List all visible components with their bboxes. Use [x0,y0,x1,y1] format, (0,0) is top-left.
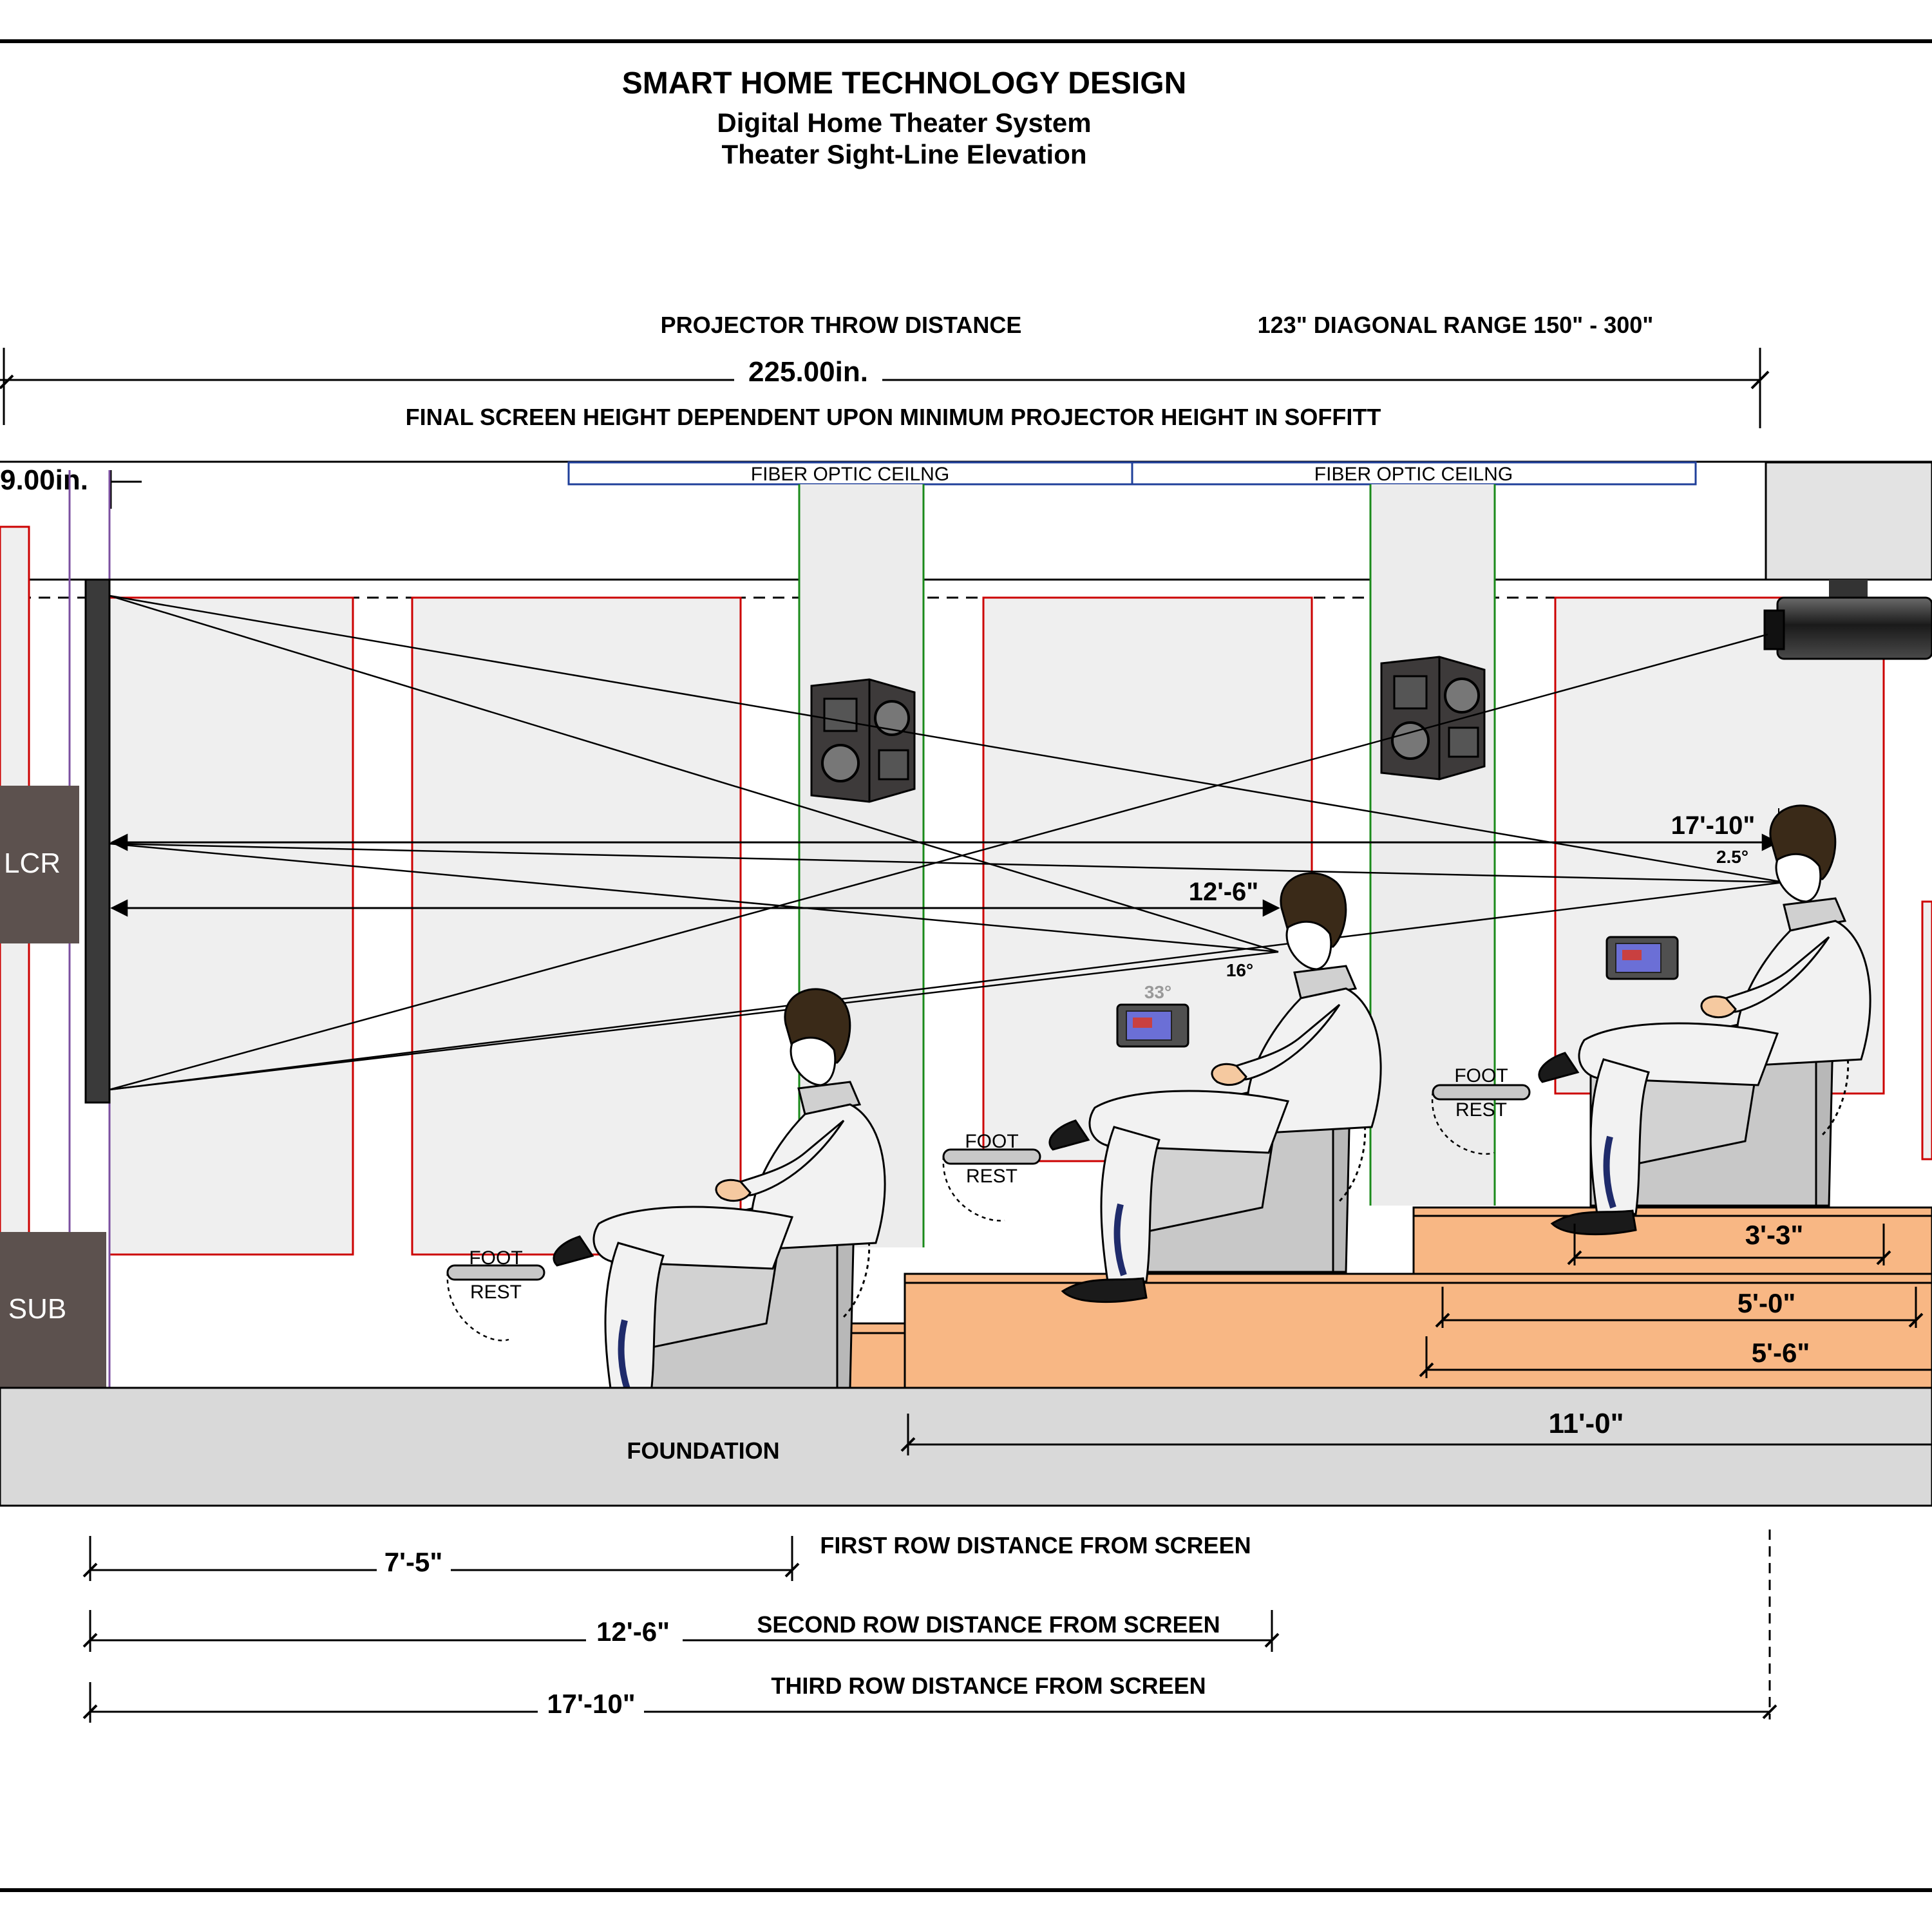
row1-distance-label: FIRST ROW DISTANCE FROM SCREEN [820,1532,1251,1558]
row3-distance-value: 17'-10" [547,1689,635,1719]
row2-angle-label: 16° [1226,960,1253,980]
row3-distance-dim-label: THIRD ROW DISTANCE FROM SCREEN [771,1672,1206,1699]
foundation-label: FOUNDATION [627,1437,779,1464]
sub-label: SUB [8,1293,66,1325]
lcr-label: LCR [4,848,61,879]
remote-row-3 [1605,936,1679,980]
lcr-speaker [0,786,79,943]
fiber-optic-label-2: FIBER OPTIC CEILNG [1314,464,1513,485]
soffit-offset-value: 9.00in. [0,464,88,496]
riser-total-dimension [900,1414,1932,1455]
riser-lower-width: 5'-6" [1752,1338,1810,1368]
projector-soffit [1765,461,1932,581]
surround-speaker-right [1380,656,1486,781]
riser-dimensions [1419,1224,1932,1378]
svg-text:FOOT: FOOT [469,1247,522,1269]
projector [1763,580,1932,660]
foundation-slab [0,1387,1932,1507]
title-main: SMART HOME TECHNOLOGY DESIGN [622,66,1187,100]
remote-row-2 [1116,1003,1189,1048]
screen-height-note: FINAL SCREEN HEIGHT DEPENDENT UPON MINIM… [406,404,1381,430]
row2-distance-value: 12'-6" [596,1616,670,1647]
row3-angle-label: 2.5° [1716,847,1748,867]
svg-text:REST: REST [470,1282,522,1303]
title-sub1: Digital Home Theater System [717,108,1091,138]
row1-distance-value: 7'-5" [384,1547,443,1577]
fiber-optic-label-1: FIBER OPTIC CEILNG [751,464,949,485]
row2-remote-angle-label: 33° [1144,982,1171,1002]
row2-distance-dim-label: SECOND ROW DISTANCE FROM SCREEN [757,1611,1220,1638]
surround-speaker-left [810,678,916,803]
row2-distance-label: 12'-6" [1189,878,1259,906]
diagonal-range-label: 123" DIAGONAL RANGE 150" - 300" [1258,312,1654,338]
riser-upper-depth: 3'-3" [1745,1220,1804,1250]
sub-speaker [0,1232,106,1388]
svg-text:REST: REST [966,1166,1018,1187]
sight-lines [109,594,1785,1091]
foot-rest-row-3: FOOT REST [1431,1065,1531,1155]
projector-throw-label: PROJECTOR THROW DISTANCE [661,312,1022,338]
riser-total-value: 11'-0" [1549,1408,1624,1439]
throw-distance-value: 225.00in. [748,356,868,388]
svg-text:FOOT: FOOT [965,1131,1018,1152]
svg-text:REST: REST [1455,1099,1507,1121]
riser-upper-width: 5'-0" [1738,1288,1796,1318]
foot-rest-row-2: FOOT REST [942,1131,1041,1222]
projection-screen [84,578,111,1104]
svg-text:FOOT: FOOT [1454,1065,1508,1086]
title-sub2: Theater Sight-Line Elevation [721,139,1086,169]
row3-distance-label: 17'-10" [1671,811,1756,840]
foot-rest-row-1: FOOT REST [446,1247,545,1341]
